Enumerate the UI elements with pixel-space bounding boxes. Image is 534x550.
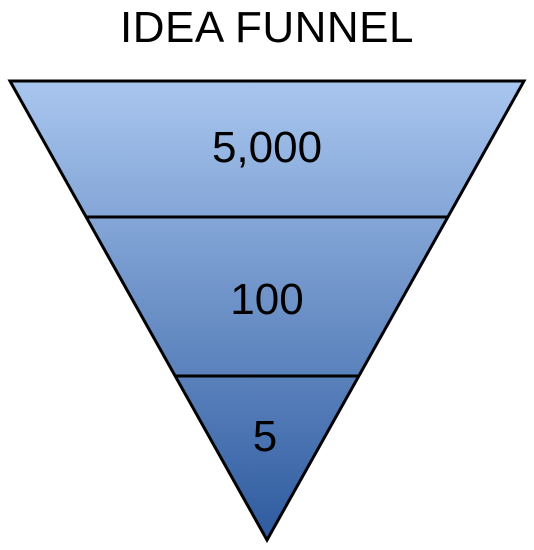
diagram-title: IDEA FUNNEL	[119, 3, 414, 52]
funnel-level-top-label: 5,000	[212, 123, 322, 172]
funnel-level-bottom-label: 5	[253, 412, 277, 461]
funnel-shape	[7, 79, 527, 544]
funnel-level-middle-label: 100	[230, 275, 303, 324]
